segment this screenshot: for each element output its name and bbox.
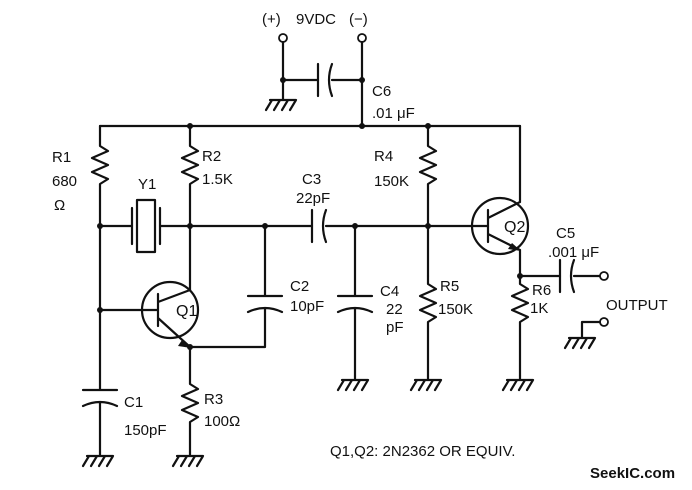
c6-plate-right (327, 62, 334, 98)
r1-unit: Ω (54, 197, 65, 214)
plus-label: (+) (262, 11, 281, 28)
q2-leads (486, 124, 522, 278)
r1-value: 680 (52, 173, 77, 190)
ground-symbol (171, 450, 205, 468)
c5-value: .001 μF (548, 244, 599, 261)
output-ground-terminal (599, 317, 609, 327)
c2-capacitor (188, 224, 284, 349)
c3-plate-right (321, 208, 328, 244)
c4-unit: pF (386, 319, 404, 336)
watermark: SeekIC.com (590, 465, 675, 482)
r3-value: 100Ω (204, 413, 240, 430)
r2-ref: R2 (202, 148, 221, 165)
c4-capacitor (336, 224, 374, 378)
c4-value: 22 (386, 301, 403, 318)
q1-ref: Q1 (176, 303, 197, 320)
voltage-label: 9VDC (296, 11, 336, 28)
ground-symbol (563, 320, 602, 350)
output-terminal (599, 271, 609, 281)
plus-terminal (278, 33, 288, 43)
junction (97, 223, 103, 229)
c1-capacitor (81, 308, 119, 454)
r5-value: 150K (438, 301, 473, 318)
q1-leads (98, 288, 192, 349)
transistor-note: Q1,Q2: 2N2362 OR EQUIV. (330, 443, 515, 460)
ground-symbol (264, 78, 298, 112)
minus-label: (−) (349, 11, 368, 28)
ground-symbol (81, 450, 115, 468)
y1-ref: Y1 (138, 176, 156, 193)
r6-value: 1K (530, 300, 548, 317)
junction (359, 123, 365, 129)
c1-ref: C1 (124, 394, 143, 411)
power-terminals: (+) 9VDC (−) (262, 11, 368, 43)
r3-ref: R3 (204, 391, 223, 408)
ground-symbol (501, 374, 535, 392)
c6-value: .01 μF (372, 105, 415, 122)
r6-resistor (510, 274, 530, 378)
r2-value: 1.5K (202, 171, 233, 188)
c6-ref: C6 (372, 83, 391, 100)
c1-value: 150pF (124, 422, 167, 439)
c3-ref: C3 (302, 171, 321, 188)
output-label: OUTPUT (606, 297, 668, 314)
r6-ref: R6 (532, 282, 551, 299)
supply-wires (281, 40, 364, 128)
junction (359, 77, 365, 83)
q2-emitter-arrow (508, 243, 521, 251)
r5-ref: R5 (440, 278, 459, 295)
q2-transistor (470, 196, 530, 256)
r5-resistor (418, 274, 438, 378)
r3-resistor (180, 345, 200, 454)
c3-value: 22pF (296, 190, 330, 207)
c5-plate-right (569, 258, 576, 294)
y1-crystal (135, 198, 157, 254)
y1-plates (130, 206, 162, 246)
r1-resistor (90, 124, 110, 310)
q2-ref: Q2 (504, 219, 525, 236)
r4-ref: R4 (374, 148, 393, 165)
c2-ref: C2 (290, 278, 309, 295)
c2-value: 10pF (290, 298, 324, 315)
ground-symbol (409, 374, 443, 392)
r4-resistor (418, 124, 438, 278)
c4-ref: C4 (380, 283, 399, 300)
ground-symbol (336, 374, 370, 392)
r2-resistor (180, 124, 200, 292)
c5-ref: C5 (556, 225, 575, 242)
r1-ref: R1 (52, 149, 71, 166)
minus-terminal (357, 33, 367, 43)
r4-value: 150K (374, 173, 409, 190)
